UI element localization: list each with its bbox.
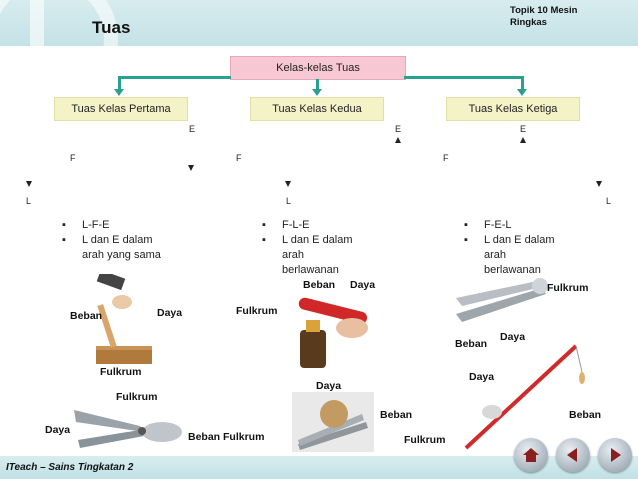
caption-beban: Beban: [303, 279, 336, 291]
connector: [316, 79, 319, 90]
caption-daya: Daya: [500, 331, 526, 343]
caption-fulkrum: Fulkrum: [100, 366, 142, 378]
caption-beban: Beban: [569, 409, 602, 421]
forward-button[interactable]: [598, 438, 632, 472]
connector-arrow: [312, 89, 322, 96]
label-F: F: [70, 153, 76, 163]
tongs-image: [456, 278, 548, 322]
bottle-opener-image: [298, 297, 368, 368]
fishing-rod-image: [464, 344, 585, 450]
bullet-text: arah: [282, 249, 305, 261]
bullet-text: L dan E dalam: [82, 234, 153, 246]
label-L: L: [606, 196, 612, 206]
bullet-item: F-L-E: [262, 218, 382, 233]
caption-daya: Daya: [469, 371, 495, 383]
caption-fulkrum: Fulkrum: [116, 391, 158, 403]
bullet-item: L dan E dalam arah berlawanan: [464, 233, 584, 278]
bullet-text: F-E-L: [484, 219, 512, 231]
home-button[interactable]: [514, 438, 548, 472]
bullet-text: arah: [484, 249, 507, 261]
caption-fulkrum: Fulkrum: [404, 434, 446, 446]
footer-bar: [0, 456, 638, 479]
arrow-down-icon: [188, 165, 194, 171]
label-E: E: [520, 124, 527, 134]
bullet-text: L-F-E: [82, 219, 110, 231]
bullet-item: L dan E dalam arah yang sama: [62, 233, 182, 263]
class-box-third: Tuas Kelas Ketiga: [446, 97, 580, 121]
bullet-list-third: F-E-L L dan E dalam arah berlawanan: [464, 218, 584, 278]
label-E: E: [189, 124, 196, 134]
back-button[interactable]: [556, 438, 590, 472]
root-box: Kelas-kelas Tuas: [230, 56, 406, 80]
caption-beban: Beban: [455, 338, 488, 350]
caption-daya: Daya: [45, 424, 71, 436]
home-icon: [523, 448, 539, 462]
arrow-up-icon: [520, 137, 526, 143]
topic-label: Topik 10 Mesin Ringkas: [510, 5, 578, 28]
bullet-text: L dan E dalam: [484, 234, 555, 246]
label-E: E: [395, 124, 402, 134]
back-icon: [567, 448, 577, 462]
arrow-up-icon: [395, 137, 401, 143]
connector-arrow: [114, 89, 124, 96]
arrow-down-icon: [26, 181, 32, 187]
connector: [521, 76, 524, 90]
bullet-item: F-E-L: [464, 218, 584, 233]
caption-beban-fulkrum: Beban Fulkrum: [188, 431, 265, 443]
bullet-list-second: F-L-E L dan E dalam arah berlawanan: [262, 218, 382, 278]
caption-daya: Daya: [316, 380, 342, 392]
caption-daya: Daya: [350, 279, 376, 291]
caption-beban: Beban: [70, 310, 103, 322]
label-F: F: [443, 153, 449, 163]
label-F: F: [236, 153, 242, 163]
bullet-text: berlawanan: [484, 264, 541, 276]
pliers-image: [74, 410, 182, 448]
bullet-text: F-L-E: [282, 219, 310, 231]
class-box-first: Tuas Kelas Pertama: [54, 97, 188, 121]
footer-text: ITeach – Sains Tingkatan 2: [6, 462, 134, 473]
bullet-text: berlawanan: [282, 264, 339, 276]
arrow-down-icon: [596, 181, 602, 187]
bullet-text: L dan E dalam: [282, 234, 353, 246]
caption-fulkrum: Fulkrum: [236, 305, 278, 317]
arrow-down-icon: [285, 181, 291, 187]
bullet-list-first: L-F-E L dan E dalam arah yang sama: [62, 218, 182, 263]
connector: [118, 76, 121, 90]
connector-arrow: [517, 89, 527, 96]
nutcracker-image: [292, 392, 374, 452]
caption-beban: Beban: [380, 409, 413, 421]
label-L: L: [26, 196, 32, 206]
caption-daya: Daya: [157, 307, 183, 319]
bullet-item: L-F-E: [62, 218, 182, 233]
caption-fulkrum: Fulkrum: [547, 282, 589, 294]
hammer-image: [96, 274, 152, 364]
page-title: Tuas: [92, 18, 131, 37]
label-L: L: [286, 196, 292, 206]
connector: [404, 76, 524, 79]
connector: [118, 76, 231, 79]
forward-icon: [611, 448, 621, 462]
bullet-item: L dan E dalam arah berlawanan: [262, 233, 382, 278]
class-box-second: Tuas Kelas Kedua: [250, 97, 384, 121]
bullet-text: arah yang sama: [82, 249, 161, 261]
